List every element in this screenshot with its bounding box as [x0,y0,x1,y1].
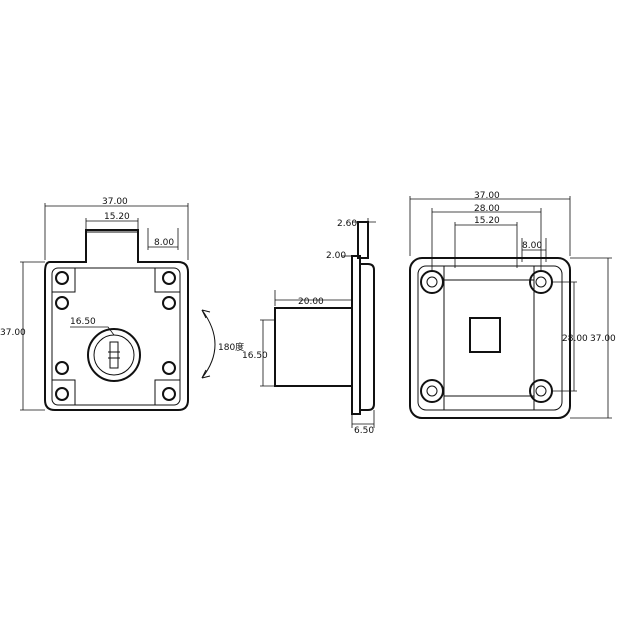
cylinder-outer [87,328,141,382]
bolt [357,221,369,259]
back-dim-hole-spacing [431,208,542,270]
front-hole-4 [162,296,176,310]
front-hole-2 [162,271,176,285]
front-hole-6 [162,361,176,375]
rotation-label: 180度 [218,341,244,353]
front-width-total-label: 37.00 [102,197,128,207]
side-length-label: 20.00 [298,297,324,307]
side-view: 2.60 2.00 20.00 16.50 6.50 [242,218,376,436]
front-top-block [85,231,139,262]
rotation-arrow [201,309,216,379]
back-square-window [469,317,501,353]
front-dim-height [20,261,45,411]
back-height-total-label: 37.00 [590,334,616,344]
back-height-holes-label: 28.00 [562,334,588,344]
rotation-arrow-head-top [201,309,211,319]
back-boss-tl-inner [426,276,438,288]
back-dim-width-top [454,222,518,268]
side-flange [360,263,375,411]
side-dim-dia [260,319,275,387]
front-hole-5 [55,361,69,375]
side-plate-label: 2.00 [326,251,346,261]
side-dim-length [274,290,353,306]
cylinder-dim-leader [70,326,115,336]
back-boss-bl [420,379,444,403]
side-flange-label: 6.50 [354,426,374,436]
back-boss-tr-inner [535,276,547,288]
front-dim-width-total [44,203,189,260]
side-bolt-label: 2.60 [337,219,357,229]
front-dim-shoulder [147,228,179,250]
rotation-arrow-head-bottom [201,369,211,379]
back-width-total-label: 37.00 [474,191,500,201]
front-view: 37.00 15.20 8.00 37.00 16.50 180度 [0,197,244,411]
front-hole-3 [55,296,69,310]
front-hole-8 [162,387,176,401]
back-dim-width-total [409,196,571,256]
back-dim-shoulder [521,238,547,262]
front-dim-width-top [85,218,139,230]
side-cylinder [274,307,353,387]
side-dim-bolt [352,218,376,228]
front-width-top-label: 15.20 [104,212,130,222]
back-center-block [443,266,535,410]
back-inner [417,265,563,411]
front-notch-bl [52,379,76,405]
front-notch-br [154,379,180,405]
side-dim-flange [351,410,375,428]
front-height-label: 37.00 [0,328,26,338]
back-hole-spacing-label: 28.00 [474,204,500,214]
back-boss-tr [529,270,553,294]
back-boss-br-inner [535,385,547,397]
back-boss-bl-inner [426,385,438,397]
back-view: 37.00 28.00 15.20 8.00 28.00 37.00 [409,191,616,419]
back-boss-tl [420,270,444,294]
cylinder-inner [93,334,135,376]
back-outer [409,257,571,419]
side-plate [351,255,361,415]
front-outer-outline [44,229,189,411]
back-width-top-label: 15.20 [474,216,500,226]
front-cylinder-label: 16.50 [70,317,96,327]
back-shoulder-label: 8.00 [522,241,542,251]
front-hole-7 [55,387,69,401]
front-hole-1 [55,271,69,285]
keyway-detail [108,351,120,359]
side-dia-label: 16.50 [242,351,268,361]
back-dim-height-total [570,257,612,419]
back-dim-height-holes [552,281,577,392]
front-inner-plate [51,267,181,406]
keyway [109,341,119,369]
back-boss-br [529,379,553,403]
front-notch-tl [52,268,76,293]
front-shoulder-label: 8.00 [154,238,174,248]
front-notch-tr [154,268,180,293]
